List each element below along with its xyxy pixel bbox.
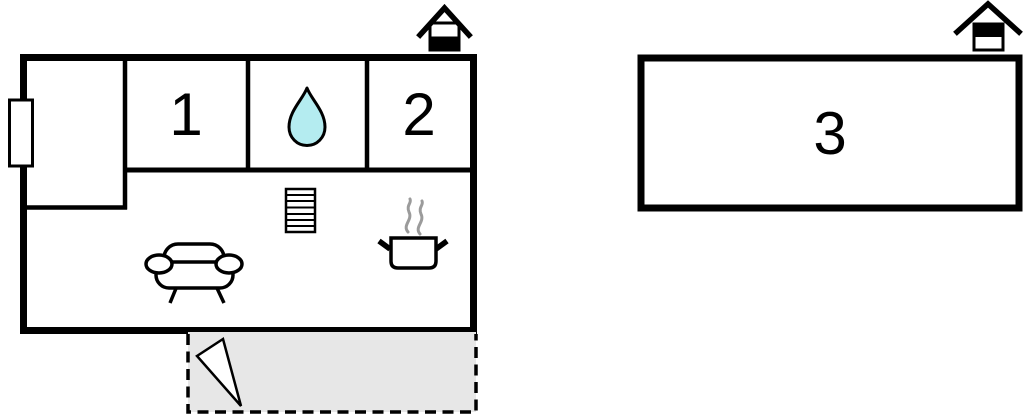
window-icon: [8, 98, 34, 168]
steam-wave-right: [416, 199, 424, 236]
main-building: [8, 54, 477, 334]
room-3-label: 3: [813, 100, 847, 167]
entrance-house-icon-annex: [953, 0, 1023, 52]
entrance-house-icon-main: [416, 3, 473, 52]
radiator-icon: [284, 187, 317, 234]
radiator-body: [284, 187, 317, 234]
sofa-armrest-right: [214, 253, 244, 275]
annex-building-outline: [637, 54, 1023, 212]
house-icon-lower-half: [431, 36, 458, 49]
sofa-armrest-left: [144, 253, 174, 275]
cooking-pot-icon: [377, 197, 449, 270]
terrace: [186, 332, 478, 414]
water-drop-icon: [287, 86, 327, 147]
house-icon-roof: [416, 3, 473, 39]
pot-handle-right: [434, 238, 449, 252]
sofa-icon: [144, 242, 244, 304]
pot-body: [389, 236, 438, 270]
room-1-label: 1: [169, 81, 203, 148]
pot-handle-left: [377, 238, 392, 252]
room-2-label: 2: [402, 81, 436, 148]
door-swing-arrow-icon: [195, 337, 243, 407]
steam-wave-left: [404, 197, 412, 234]
sofa-seat: [154, 260, 235, 290]
house-icon-upper-half: [975, 25, 1002, 37]
house-icon-roof: [953, 0, 1023, 36]
terrace-dashed-border: [186, 334, 478, 414]
